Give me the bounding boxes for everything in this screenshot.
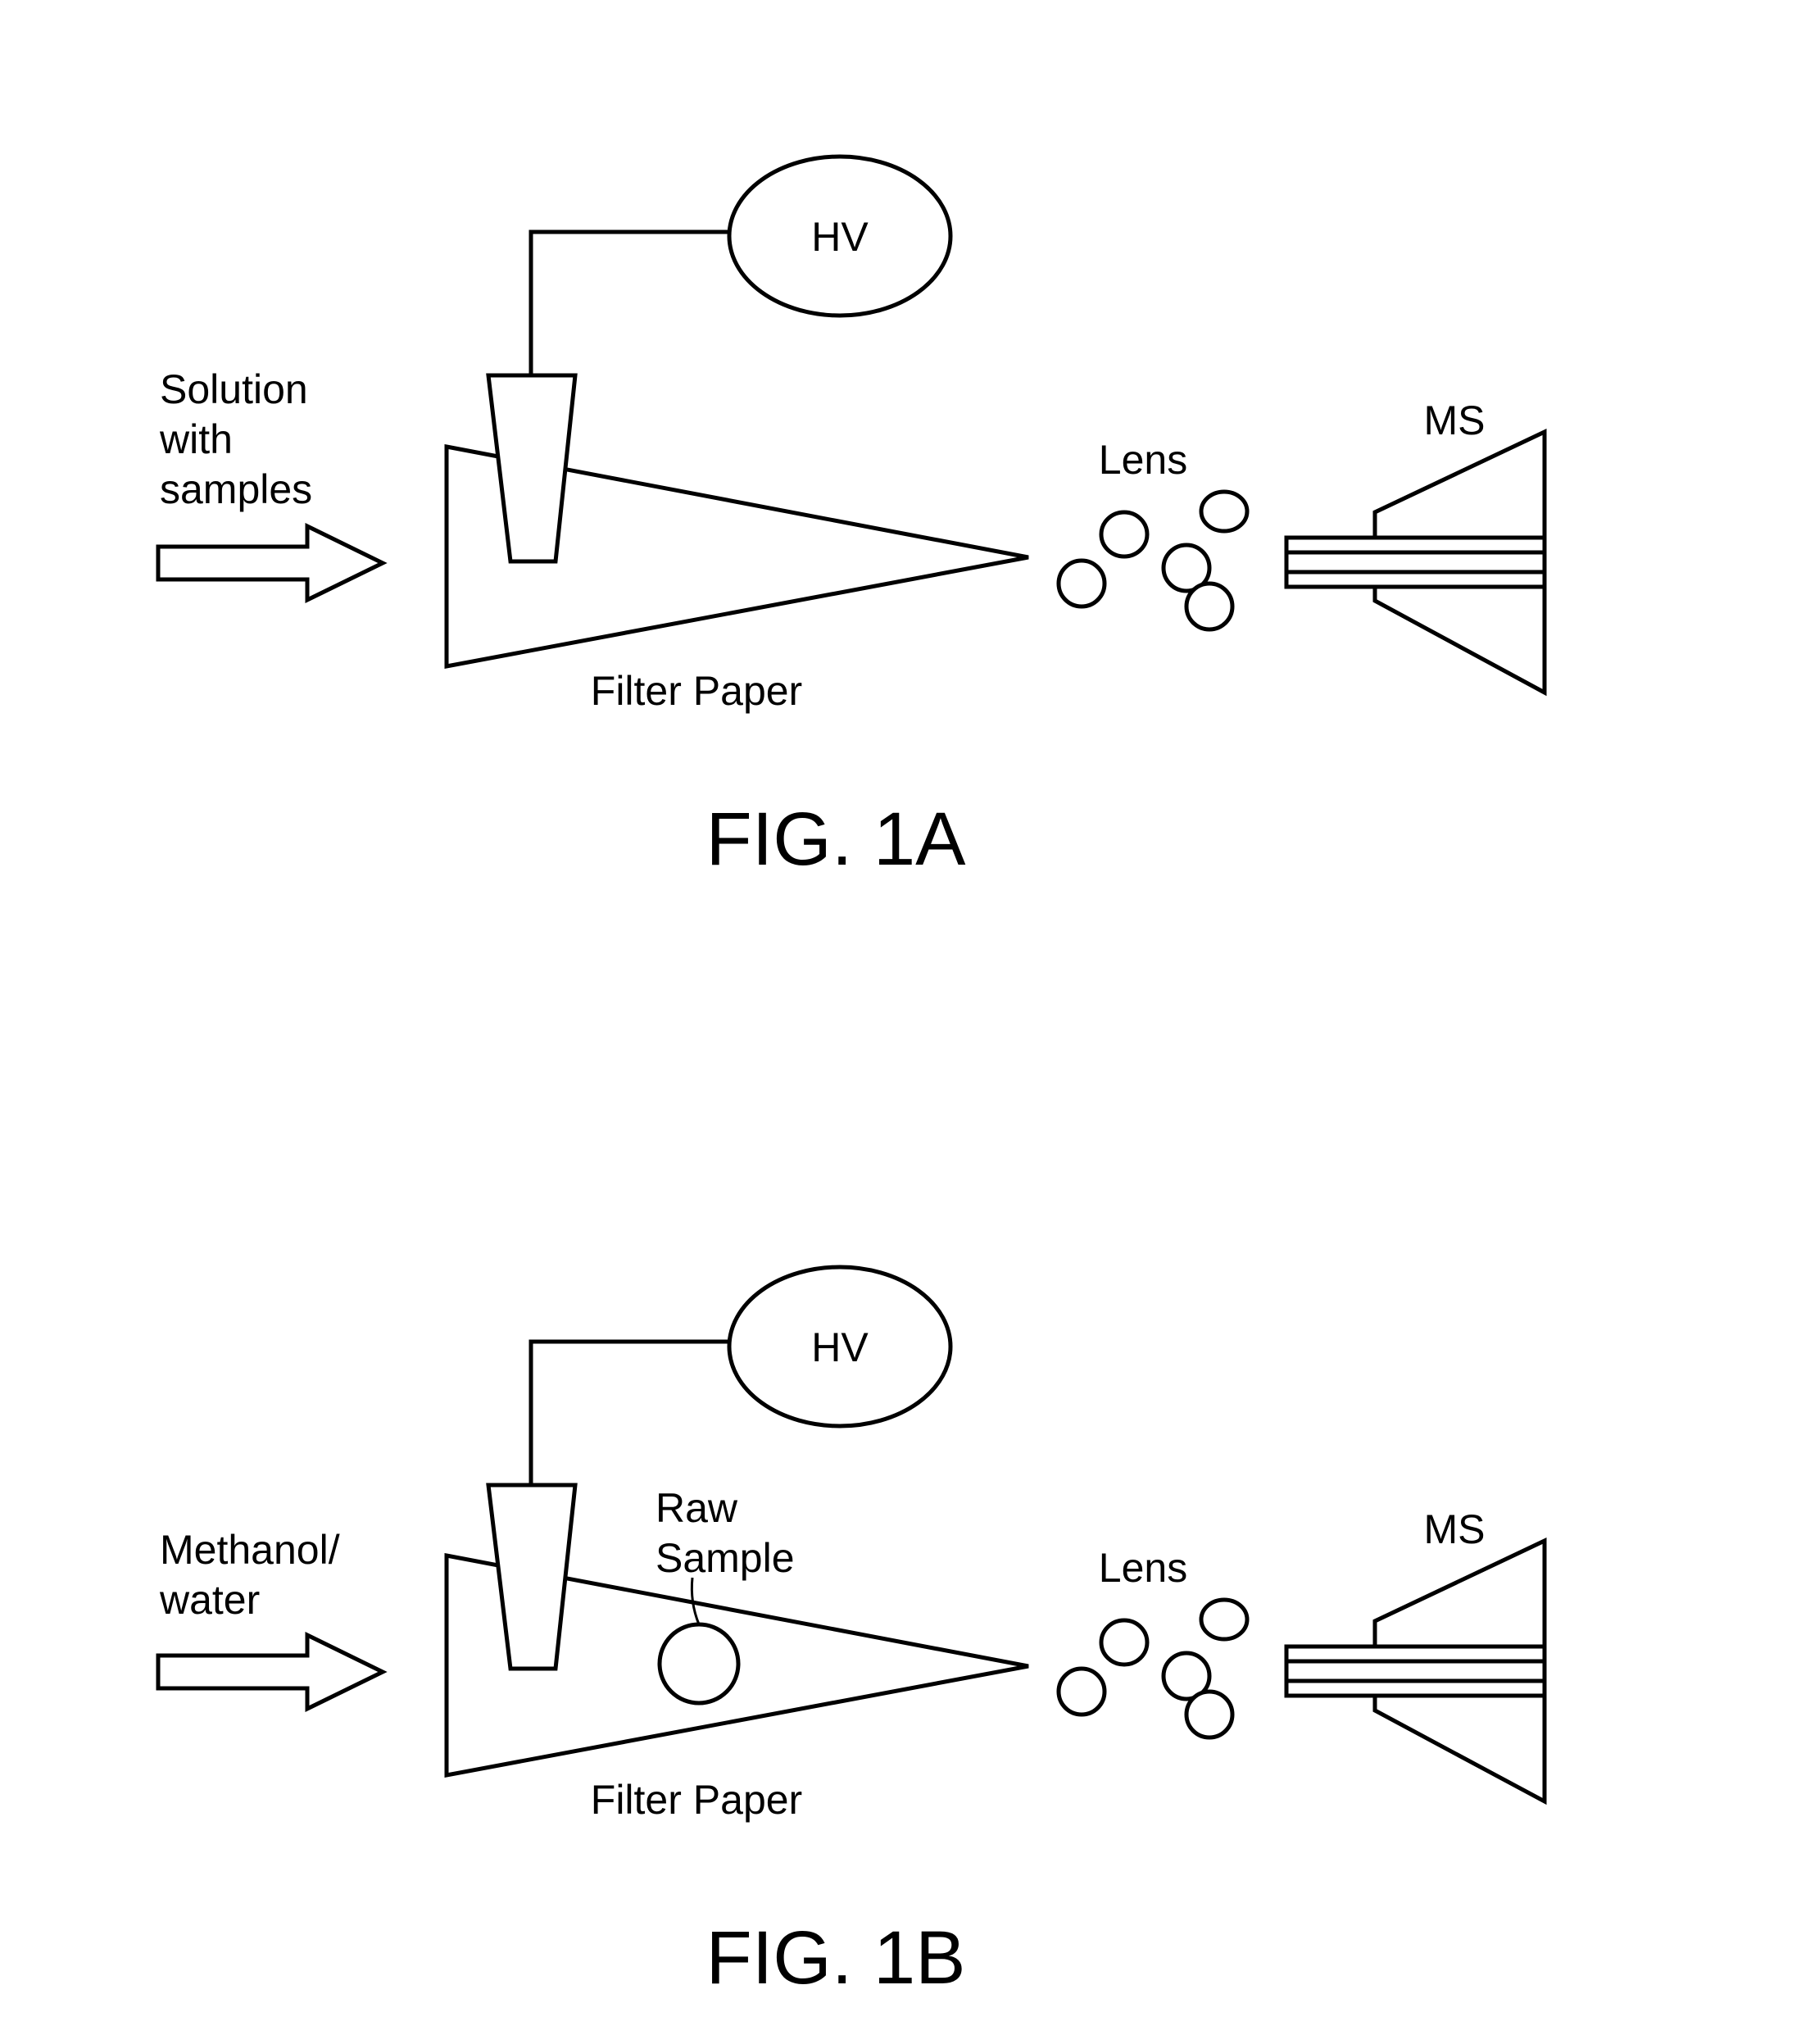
figure-1b: HV Raw Sample Methanol/ water Filter Pap… xyxy=(158,1267,1545,2000)
input-arrow xyxy=(158,1635,383,1709)
filter-paper-label: Filter Paper xyxy=(591,1777,802,1823)
lens-label: Lens xyxy=(1099,437,1187,483)
input-label: Methanol/ water xyxy=(159,1527,352,1623)
lens-droplet xyxy=(1201,492,1247,531)
input-label: Solution with samples xyxy=(159,366,320,512)
raw-sample-spot xyxy=(660,1624,738,1703)
input-label-line: with xyxy=(159,416,233,462)
lens-label: Lens xyxy=(1099,1545,1187,1591)
ms-label: MS xyxy=(1424,397,1486,443)
input-label-line: Methanol/ xyxy=(160,1527,340,1573)
input-label-line: Solution xyxy=(160,366,308,412)
input-label-line: water xyxy=(159,1577,260,1623)
input-arrow xyxy=(158,526,383,600)
input-label-line: samples xyxy=(160,466,312,512)
raw-sample-label: Raw Sample xyxy=(656,1485,795,1581)
hv-label: HV xyxy=(811,1324,869,1370)
hv-wire xyxy=(531,232,729,377)
ms-capillary xyxy=(1286,1647,1545,1696)
hv-wire xyxy=(531,1342,729,1486)
lens-droplets xyxy=(1059,492,1247,629)
hv-label: HV xyxy=(811,214,869,260)
lens-droplets xyxy=(1059,1600,1247,1737)
lens-droplet xyxy=(1101,512,1147,556)
figure-label: FIG. 1A xyxy=(706,797,967,881)
lens-droplet xyxy=(1186,1692,1232,1737)
lens-droplet xyxy=(1186,584,1232,629)
lens-droplet xyxy=(1059,1669,1105,1715)
figure-label: FIG. 1B xyxy=(706,1916,966,2000)
lens-droplet xyxy=(1059,561,1105,606)
lens-droplet xyxy=(1101,1620,1147,1665)
raw-sample-label-line: Sample xyxy=(656,1535,795,1581)
figure-1a: HV Solution with samples Filter Paper Le… xyxy=(158,157,1545,881)
ms-label: MS xyxy=(1424,1506,1486,1552)
lens-droplet xyxy=(1201,1600,1247,1639)
filter-paper-label: Filter Paper xyxy=(591,668,802,714)
raw-sample-label-line: Raw xyxy=(656,1485,738,1531)
ms-capillary xyxy=(1286,538,1545,587)
